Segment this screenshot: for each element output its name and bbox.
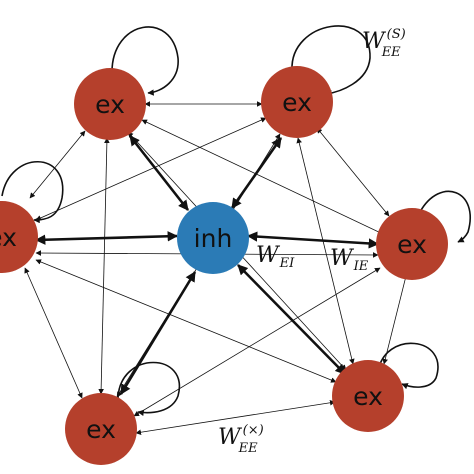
edge-inh-tr (230, 137, 283, 209)
ex-node-label: ex (282, 88, 312, 117)
self-loops (1, 25, 471, 416)
node-ex-top-left: ex (74, 68, 146, 140)
label-w-ie: WIE (330, 246, 369, 274)
self-loop-right (419, 190, 471, 243)
edge-inh-right (246, 231, 380, 249)
ex-node-label: ex (397, 230, 427, 259)
edge-tr-right (316, 127, 390, 217)
edge-left-br (35, 259, 337, 383)
self-loop-tl (111, 26, 179, 96)
node-ex-bottom-left: ex (65, 393, 137, 465)
inh-node-label: inh (194, 224, 233, 253)
self-loop-tr (291, 25, 371, 97)
edge-bl-br (135, 400, 336, 435)
ex-node-label: ex (0, 223, 17, 252)
node-ex-top-right: ex (261, 66, 333, 138)
ex-node-label: ex (353, 382, 383, 411)
inh-node-circle (177, 202, 249, 274)
node-ex-bottom-right: ex (332, 360, 404, 432)
ex-node-circle (376, 208, 448, 280)
label-w-ee-x: W(×)EE (218, 423, 264, 456)
node-ex-right: ex (376, 208, 448, 280)
self-loop-bl (117, 361, 181, 416)
edge-inh-bl (119, 271, 197, 395)
ex-node-label: ex (95, 90, 125, 119)
edge-inh-left (34, 231, 179, 245)
ex-node-label: ex (86, 415, 116, 444)
self-loop-left (1, 161, 64, 224)
edge-right-br (382, 271, 409, 365)
node-inh-center: inh (177, 202, 249, 274)
edge-inh-br (237, 264, 346, 375)
ex-node-circle (0, 201, 38, 273)
ex-inh-edges (34, 135, 380, 395)
self-loop-br (377, 342, 439, 390)
edge-tl-bl (98, 137, 110, 395)
ex-node-circle (261, 66, 333, 138)
label-w-ee-s: W(S)EE (362, 27, 406, 60)
label-w-ei: WEI (256, 243, 295, 271)
ex-node-circle (74, 68, 146, 140)
edge-left-bl (24, 267, 83, 399)
edge-tr-left (35, 117, 267, 221)
edge-tl-left (29, 130, 86, 199)
edge-tl-right (141, 119, 384, 235)
edge-inh-tl (128, 135, 190, 211)
node-ex-left: ex (0, 201, 38, 273)
ex-node-circle (332, 360, 404, 432)
ex-node-circle (65, 393, 137, 465)
